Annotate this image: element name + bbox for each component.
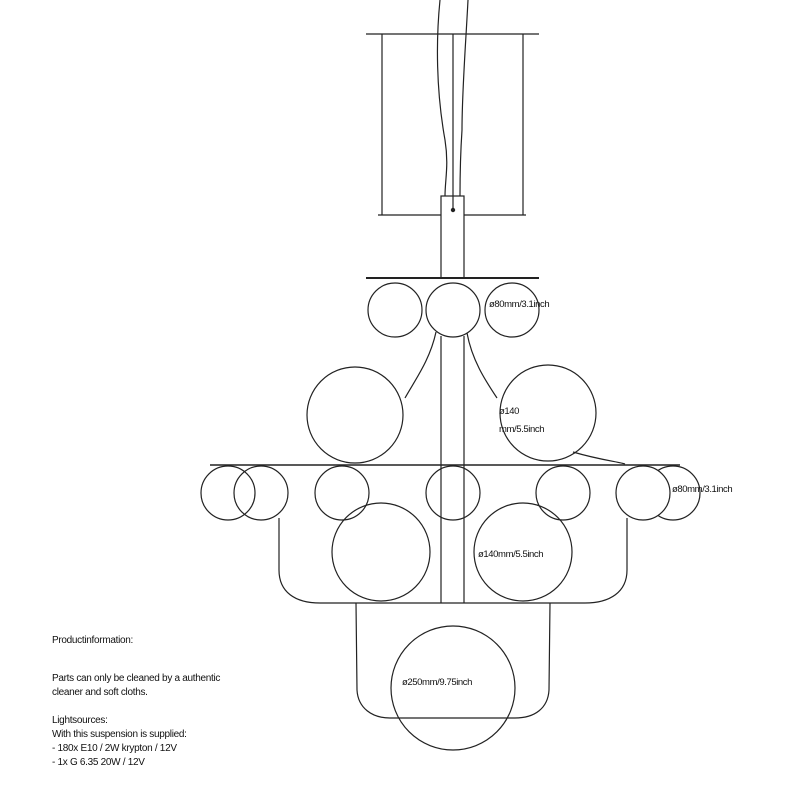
upper-large-globes bbox=[306, 364, 597, 464]
label-middle-small: ø80mm/3.1inch bbox=[672, 484, 733, 495]
bulb-2: - 1x G 6.35 20W / 12V bbox=[52, 757, 145, 768]
row1-globes bbox=[367, 282, 540, 338]
label-lower-large: ø140mm/5.5inch bbox=[478, 549, 544, 560]
middle-u-frame bbox=[278, 518, 628, 604]
bottom-globe bbox=[390, 625, 516, 751]
lower-large-globes bbox=[331, 502, 573, 602]
label-top-small: ø80mm/3.1inch bbox=[489, 299, 550, 310]
suspension-wires bbox=[436, 0, 469, 213]
supplied-text: With this suspension is supplied: bbox=[52, 729, 187, 740]
ceiling-box bbox=[366, 33, 539, 216]
center-stem bbox=[440, 336, 465, 603]
care-text-2: cleaner and soft cloths. bbox=[52, 687, 148, 698]
label-bottom-globe: ø250mm/9.75inch bbox=[402, 677, 473, 688]
label-upper-large-2: mm/5.5inch bbox=[499, 424, 545, 435]
lightsources-heading: Lightsources: bbox=[52, 715, 108, 726]
bulb-1: - 180x E10 / 2W krypton / 12V bbox=[52, 743, 177, 754]
lower-u-frame bbox=[355, 602, 551, 719]
rod-dot bbox=[450, 207, 456, 213]
label-upper-large-1: ø140 bbox=[499, 406, 520, 417]
row2-globes bbox=[200, 465, 701, 521]
care-text-1: Parts can only be cleaned by a authentic bbox=[52, 673, 221, 684]
product-info-heading: Productinformation: bbox=[52, 635, 134, 646]
upper-arms bbox=[404, 331, 626, 465]
wire-right bbox=[459, 0, 469, 197]
wire-left bbox=[436, 0, 448, 197]
